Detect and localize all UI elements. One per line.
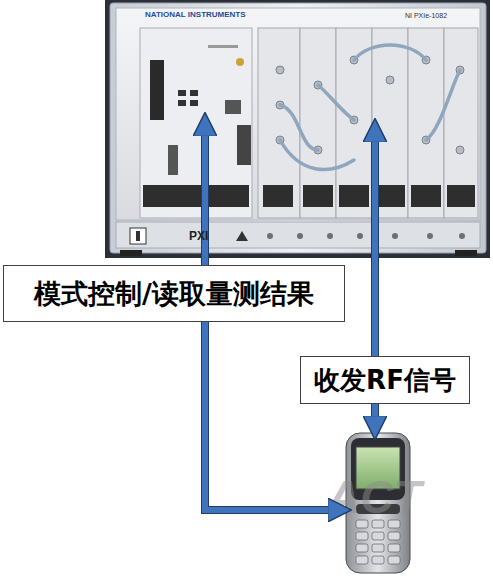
- phone-node: ACT: [345, 432, 411, 574]
- chassis-illustration: [105, 0, 490, 258]
- node-text: NATIONAL INSTRUMENTS: [145, 10, 246, 19]
- panel-marking: PXI: [189, 229, 208, 243]
- chassis-node: NATIONAL INSTRUMENTS NI PXIe-1082: [105, 0, 490, 255]
- watermark-text: ACT: [327, 470, 422, 524]
- edge-label: 模式控制/读取量测结果: [3, 265, 345, 322]
- node-text: NI PXIe-1082: [405, 12, 447, 19]
- edge-label: 收发RF信号: [300, 356, 470, 404]
